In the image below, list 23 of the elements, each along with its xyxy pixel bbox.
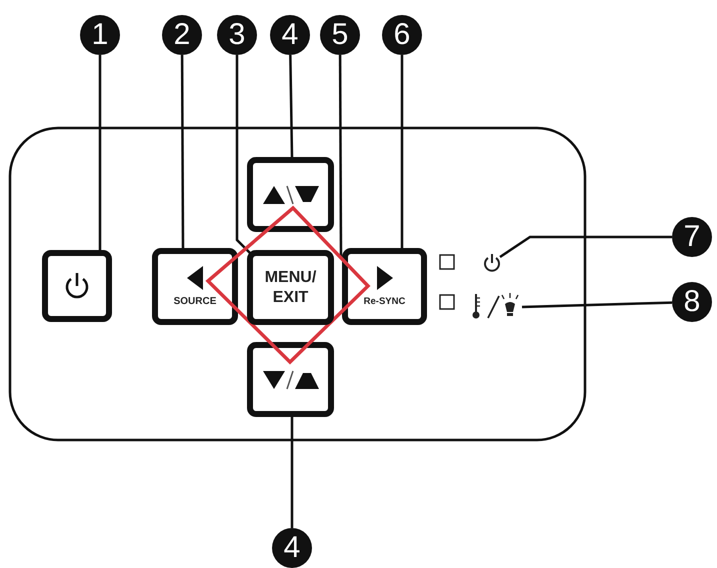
- power-button: [42, 250, 112, 322]
- menu-button: MENU/ EXIT: [247, 250, 334, 325]
- leader-line: [289, 54, 294, 158]
- arrow-key: SOURCE: [152, 248, 238, 325]
- leader-line: [180, 55, 184, 248]
- callout-number: 8: [672, 282, 712, 322]
- leader-line: [236, 55, 252, 255]
- callout-number: 1: [80, 15, 120, 55]
- callout-number: 7: [672, 217, 712, 257]
- callout-number: 2: [162, 15, 202, 55]
- callout-number: 6: [382, 15, 422, 55]
- callout-number: 5: [320, 15, 360, 55]
- callout-number: 4: [272, 528, 312, 568]
- callout-number: 3: [217, 15, 257, 55]
- leader-line: [98, 55, 102, 250]
- leader-line: [499, 236, 672, 258]
- arrow-key: [247, 342, 334, 417]
- leader-line: [290, 417, 294, 528]
- callout-number: 4: [270, 15, 310, 55]
- arrow-key: [247, 157, 334, 232]
- arrow-key: Re-SYNC: [342, 248, 427, 325]
- leader-line: [522, 301, 672, 308]
- leader-line: [400, 55, 404, 248]
